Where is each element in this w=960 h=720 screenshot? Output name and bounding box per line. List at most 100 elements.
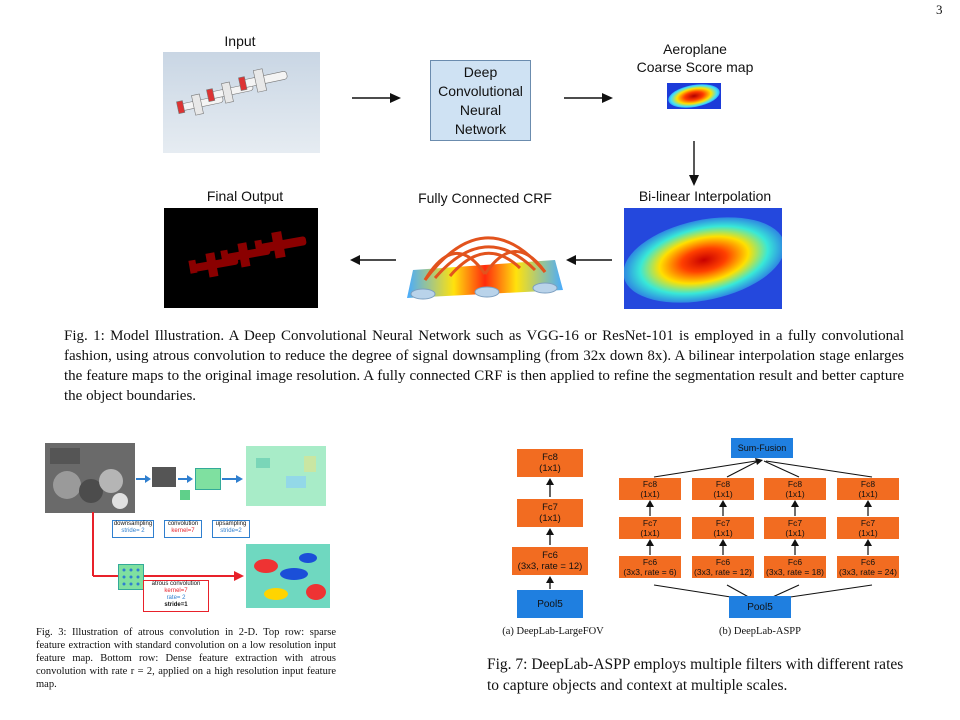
aspp-pool5: Pool5: [729, 596, 791, 618]
aspp-fusion-arrows: [653, 458, 873, 478]
fig3-low-res-image: [152, 467, 176, 487]
aspp-subcaption: (b) DeepLab-ASPP: [719, 626, 801, 637]
crf-illustration: [405, 210, 565, 305]
largefov-fc8: Fc8 (1x1): [517, 449, 583, 477]
aspp-fc7-1: Fc7(1x1): [619, 517, 681, 539]
fig3-box-convolution: convolution kernel=7: [164, 520, 202, 538]
largefov-pool5: Pool5: [517, 590, 583, 618]
aspp-fc8-2: Fc8(1x1): [692, 478, 754, 500]
final-output-image: [164, 208, 318, 308]
fc7-kernel: (1x1): [539, 513, 561, 524]
aspp-fc7-3: Fc7(1x1): [764, 517, 826, 539]
aspp-sum-fusion: Sum-Fusion: [731, 438, 793, 458]
aspp-fc7-4: Fc7(1x1): [837, 517, 899, 539]
dcnn-line-1: Deep: [463, 63, 498, 80]
output-label: Final Output: [206, 188, 284, 204]
fc8-label: Fc8: [542, 452, 558, 463]
upsampling-label: upsampling: [215, 521, 247, 527]
aspp-arrow-4-1: [864, 500, 872, 516]
dcnn-line-2: Convolutional: [438, 82, 523, 99]
aspp-fc7-2-label: Fc7: [715, 518, 731, 528]
downsampling-stride: stride= 2: [121, 528, 145, 534]
largefov-arrow-3: [546, 576, 554, 589]
dcnn-line-3: Neural: [459, 101, 502, 118]
crf-label: Fully Connected CRF: [418, 190, 552, 206]
aspp-arrow-3-1: [791, 500, 799, 516]
aspp-arrow-1-1: [646, 500, 654, 516]
fig3-box-atrous: atrous convolution kernel=7 rate= 2 stri…: [143, 580, 209, 612]
arrow-bilinear-to-crf: [566, 255, 612, 265]
atrous-kernel: kernel=7: [164, 588, 188, 594]
fig3-atrous-kernel: [118, 564, 144, 590]
aspp-fc6-1-detail: (3x3, rate = 6): [623, 567, 677, 577]
arrow-score-to-bilinear: [689, 141, 699, 186]
fig3-input-image: [45, 443, 135, 513]
downsampling-label: downsampling: [113, 521, 153, 527]
aspp-fc8-1-detail: (1x1): [640, 489, 660, 499]
aspp-fc8-2-detail: (1x1): [713, 489, 733, 499]
fig1-caption: Fig. 1: Model Illustration. A Deep Convo…: [64, 328, 904, 404]
fig3-bottom-output: [246, 544, 330, 608]
aspp-fc7-1-label: Fc7: [642, 518, 658, 528]
aspp-fc8-4-label: Fc8: [860, 479, 876, 489]
bilinear-label: Bi-linear Interpolation: [638, 188, 772, 204]
aspp-fc7-1-detail: (1x1): [640, 528, 660, 538]
aspp-fc6-1: Fc6(3x3, rate = 6): [619, 556, 681, 578]
atrous-rate: rate= 2: [166, 595, 186, 601]
aspp-fc6-4-label: Fc6: [860, 557, 876, 567]
dcnn-box: Deep Convolutional Neural Network: [430, 60, 531, 141]
aspp-fc8-2-label: Fc8: [715, 479, 731, 489]
input-airplanes-image: [163, 52, 320, 153]
largefov-arrow-1: [546, 478, 554, 497]
largefov-fc6: Fc6 (3x3, rate = 12): [512, 547, 588, 575]
aspp-fc8-1: Fc8(1x1): [619, 478, 681, 500]
arrow-dcnn-to-score: [564, 93, 613, 103]
page-number: 3: [936, 2, 943, 17]
aspp-fc7-3-detail: (1x1): [785, 528, 805, 538]
input-label: Input: [224, 33, 256, 49]
aspp-fc7-2-detail: (1x1): [713, 528, 733, 538]
fig3-top-output: [246, 446, 326, 506]
convolution-label: convolution: [167, 521, 199, 527]
fc6-rate: (3x3, rate = 12): [517, 561, 583, 572]
bilinear-heatmap: [623, 208, 785, 309]
largefov-subcaption: (a) DeepLab-LargeFOV: [502, 626, 604, 637]
arrow-crf-to-output: [350, 255, 396, 265]
fig3-kernel-small: [180, 490, 190, 500]
fig3-box-upsampling: upsampling stride=2: [212, 520, 250, 538]
fc6-label: Fc6: [542, 550, 558, 561]
fig3-red-path: [92, 512, 244, 581]
upsampling-stride: stride=2: [220, 528, 242, 534]
fig7-caption: Fig. 7: DeepLab-ASPP employs multiple fi…: [487, 656, 904, 694]
aspp-arrow-2-2: [719, 539, 727, 555]
aspp-fc8-3-label: Fc8: [787, 479, 803, 489]
convolution-kernel: kernel=7: [171, 528, 195, 534]
aspp-fc7-3-label: Fc7: [787, 518, 803, 528]
score-label: Aeroplane Coarse Score map: [620, 40, 770, 76]
largefov-arrow-2: [546, 528, 554, 545]
aspp-fc6-1-label: Fc6: [642, 557, 658, 567]
fig3-caption: Fig. 3: Illustration of atrous convoluti…: [36, 627, 336, 690]
aspp-fc6-2-label: Fc6: [715, 557, 731, 567]
fig3-arrow-3: [222, 475, 243, 483]
aspp-arrow-4-2: [864, 539, 872, 555]
fig3-box-downsampling: downsampling stride= 2: [112, 520, 154, 538]
aspp-fc6-4: Fc6(3x3, rate = 24): [837, 556, 899, 578]
aspp-fc7-4-detail: (1x1): [858, 528, 878, 538]
aspp-fc7-4-label: Fc7: [860, 518, 876, 528]
atrous-label: atrous convolution: [151, 581, 201, 587]
coarse-score-map: [667, 83, 721, 109]
fig3-sparse-feature-map: [195, 468, 221, 490]
score-label-line-2: Coarse Score map: [636, 59, 754, 75]
aspp-fc6-2-detail: (3x3, rate = 12): [694, 567, 752, 577]
fig3-arrow-1: [136, 475, 151, 483]
score-label-line-1: Aeroplane: [663, 41, 727, 57]
aspp-fc8-4: Fc8(1x1): [837, 478, 899, 500]
aspp-fc8-3: Fc8(1x1): [764, 478, 826, 500]
aspp-arrow-1-2: [646, 539, 654, 555]
aspp-fc6-3-label: Fc6: [787, 557, 803, 567]
arrow-input-to-dcnn: [352, 93, 401, 103]
aspp-arrow-2-1: [719, 500, 727, 516]
aspp-fc8-1-label: Fc8: [642, 479, 658, 489]
aspp-fc8-3-detail: (1x1): [785, 489, 805, 499]
